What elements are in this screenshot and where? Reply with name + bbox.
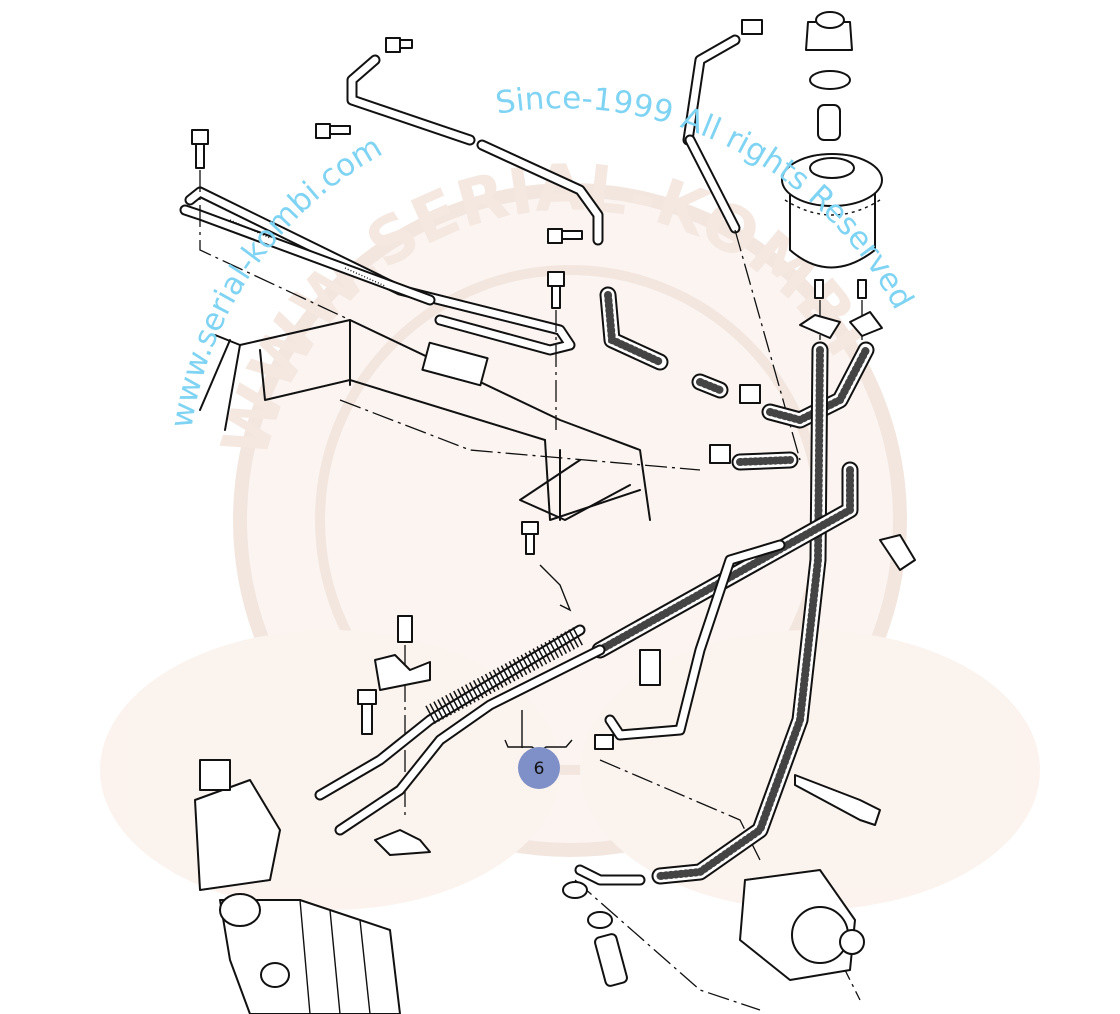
- callout-badge[interactable]: [518, 747, 560, 789]
- callout-label: 6: [534, 759, 545, 779]
- clips: [374, 19, 916, 856]
- callout-6[interactable]: 6: [504, 710, 573, 789]
- suction-hoses: [421, 286, 875, 885]
- fluid-reservoir: [781, 11, 883, 339]
- bolts: [191, 37, 583, 735]
- bolt-icon: [191, 129, 209, 169]
- return-pipe-upper: [179, 34, 741, 356]
- pressure-lines: [314, 539, 786, 886]
- bolt-icon: [397, 615, 413, 643]
- bolt-icon: [315, 123, 351, 139]
- bolt-icon: [521, 521, 539, 555]
- bolt-icon: [547, 271, 565, 309]
- bolt-icon: [547, 228, 583, 244]
- bolt-icon: [385, 37, 413, 53]
- power-steering-pump: [562, 869, 865, 987]
- steering-rack: [194, 759, 401, 1014]
- bolt-icon: [357, 689, 377, 735]
